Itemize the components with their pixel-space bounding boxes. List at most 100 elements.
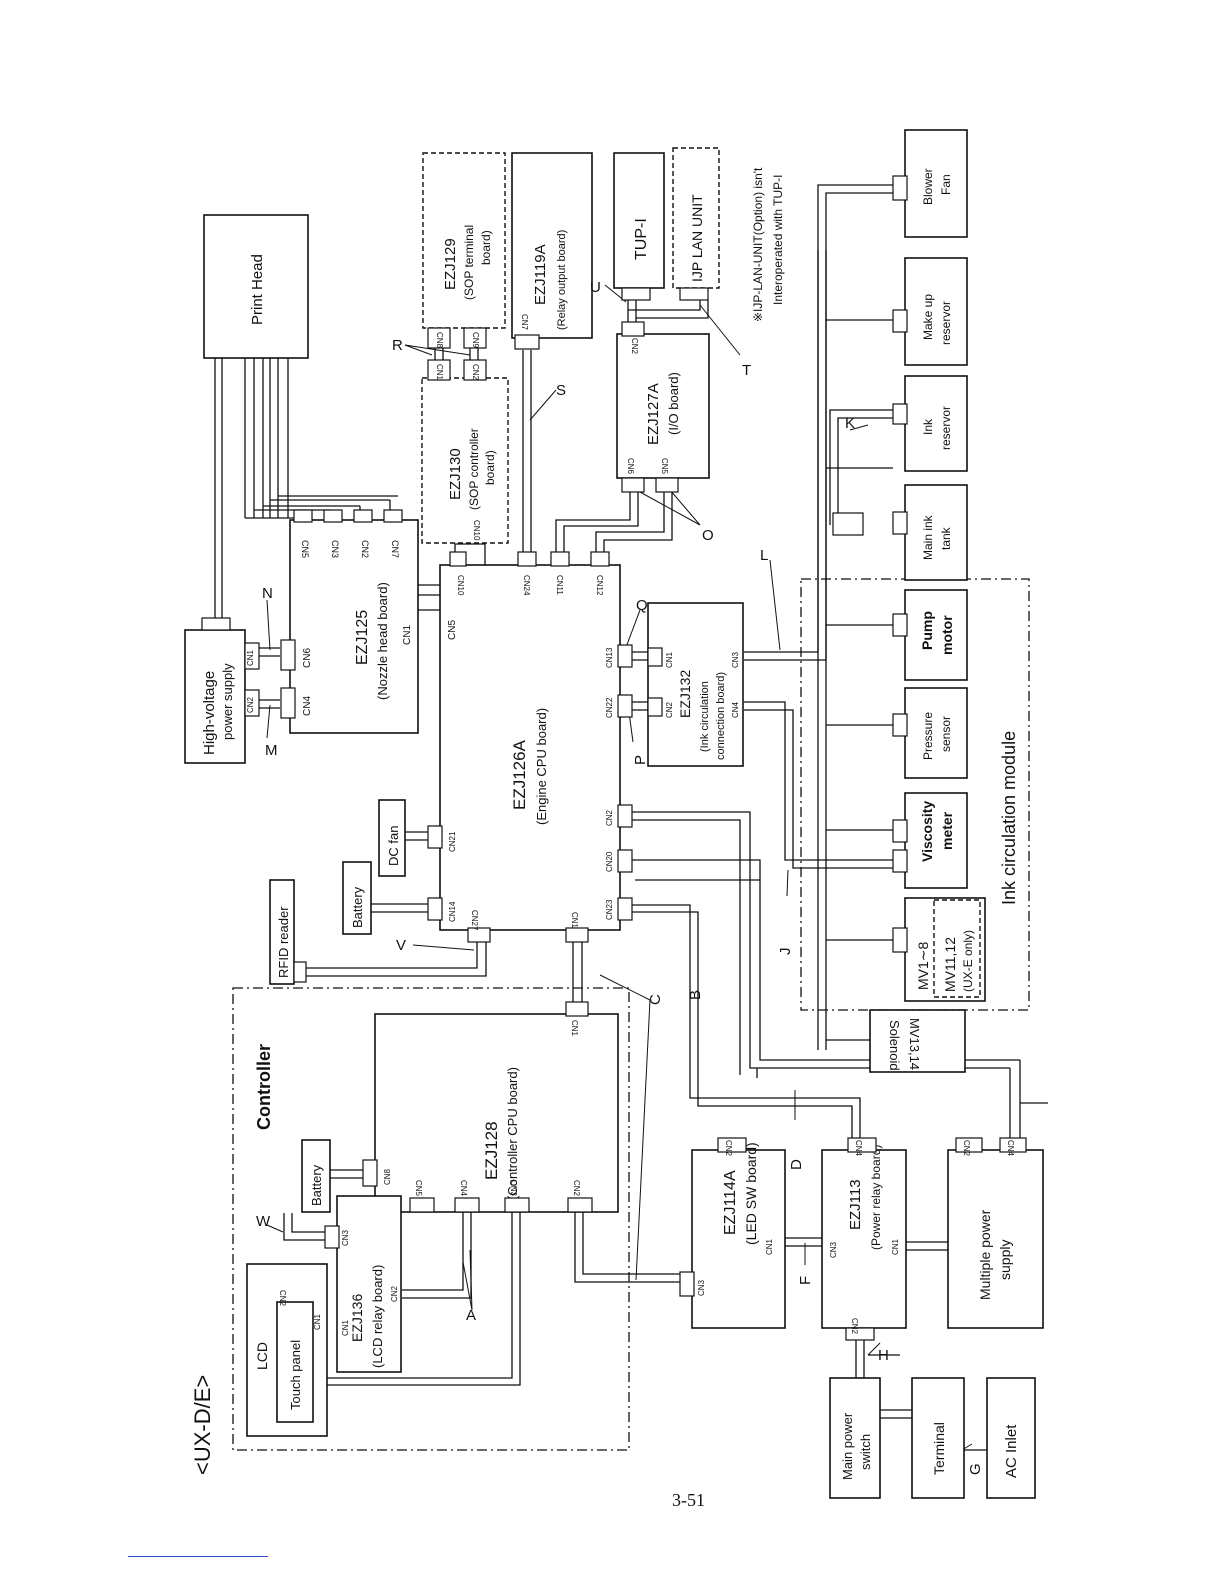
svg-text:CN4: CN4 <box>854 1140 863 1157</box>
letter-n: N <box>262 585 273 602</box>
svg-text:Battery: Battery <box>350 886 365 928</box>
ezj113-power-relay-board: EZJ113 (Power relay board) CN4 CN3 CN1 C… <box>821 1137 907 1341</box>
svg-text:Pressure: Pressure <box>921 712 935 760</box>
svg-text:reservor: reservor <box>939 406 953 450</box>
svg-text:CN21: CN21 <box>448 831 457 852</box>
rfid-reader: RFID reader <box>269 879 307 985</box>
svg-text:CN4: CN4 <box>459 1180 468 1197</box>
svg-text:CN7: CN7 <box>520 314 529 331</box>
viscosity-meter: Viscosity meter <box>892 792 968 889</box>
svg-text:(LCD relay board): (LCD relay board) <box>370 1265 385 1368</box>
svg-text:CN14: CN14 <box>448 901 457 922</box>
letter-b: B <box>687 990 704 1000</box>
svg-text:CN3: CN3 <box>330 540 340 558</box>
ezj129-sop-terminal-board: EZJ129 (SOP terminal board) CN8 CN9 <box>422 152 506 349</box>
svg-text:CN1: CN1 <box>570 1020 579 1037</box>
svg-text:CN2: CN2 <box>605 809 614 826</box>
svg-text:CN27: CN27 <box>470 910 479 931</box>
svg-text:CN2: CN2 <box>246 696 255 713</box>
svg-text:switch: switch <box>858 1434 873 1470</box>
svg-text:CN3: CN3 <box>341 1229 350 1246</box>
svg-text:CN11: CN11 <box>555 575 564 595</box>
letter-f: F <box>797 1276 814 1285</box>
svg-text:CN20: CN20 <box>605 851 614 872</box>
svg-text:Battery: Battery <box>309 1164 324 1206</box>
svg-text:CN2: CN2 <box>724 1140 733 1157</box>
svg-text:CN2: CN2 <box>360 540 370 558</box>
letter-d: D <box>788 1159 805 1170</box>
svg-text:(Controller CPU board): (Controller CPU board) <box>505 1067 520 1200</box>
svg-text:CN1: CN1 <box>435 364 444 381</box>
svg-text:CN1: CN1 <box>246 649 255 666</box>
svg-text:Pump: Pump <box>919 611 935 650</box>
letter-j: J <box>777 948 794 956</box>
svg-text:CN1: CN1 <box>891 1238 900 1255</box>
svg-text:CN8: CN8 <box>383 1168 392 1185</box>
svg-text:EZJ126A: EZJ126A <box>510 739 529 810</box>
high-voltage-power-supply: High-voltage power supply CN1 CN2 <box>184 617 260 764</box>
letter-q: Q <box>636 597 648 614</box>
letter-o: O <box>702 527 714 544</box>
mv-valves: MV1∼8 MV11,12 (UX-E only) <box>892 897 986 1002</box>
svg-text:CN3: CN3 <box>697 1279 706 1296</box>
svg-text:AC Inlet: AC Inlet <box>1003 1424 1020 1478</box>
letter-u: U <box>590 279 601 296</box>
dc-fan: DC fan <box>378 799 406 877</box>
ijp-lan-unit: IJP LAN UNIT <box>672 147 720 301</box>
letter-g: G <box>967 1463 984 1475</box>
main-ink-tank: Main ink tank <box>892 484 968 581</box>
svg-text:MV11,12: MV11,12 <box>942 937 958 992</box>
make-up-reservor: Make up reservor <box>892 257 968 366</box>
letter-r: R <box>392 337 403 354</box>
svg-text:CN1: CN1 <box>570 912 579 929</box>
svg-text:Multiple power: Multiple power <box>977 1209 993 1300</box>
letter-w: W <box>256 1213 271 1230</box>
svg-text:CN7: CN7 <box>390 540 400 558</box>
ezj128-controller-cpu-board: EZJ128 (Controller CPU board) CN1 CN8 CN… <box>362 1001 619 1213</box>
ink-reservor: Ink reservor <box>892 375 968 472</box>
svg-text:CN3: CN3 <box>509 1180 518 1197</box>
svg-text:supply: supply <box>997 1240 1013 1280</box>
battery-engine: Battery <box>342 861 372 935</box>
svg-text:MV13,14: MV13,14 <box>907 1018 922 1070</box>
svg-text:CN2: CN2 <box>850 1318 859 1335</box>
footer-rule <box>128 1556 268 1557</box>
svg-text:EZJ113: EZJ113 <box>847 1179 864 1230</box>
svg-text:CN1: CN1 <box>402 625 413 645</box>
svg-text:(Power relay board): (Power relay board) <box>869 1145 883 1250</box>
battery-controller: Battery <box>301 1139 331 1213</box>
letter-h: H <box>878 1347 889 1364</box>
svg-text:CN1: CN1 <box>313 1313 322 1330</box>
svg-text:※IJP-LAN-UNIT(Option) isn't: ※IJP-LAN-UNIT(Option) isn't <box>751 167 765 322</box>
svg-text:EZJ119A: EZJ119A <box>532 244 549 305</box>
svg-text:Blower: Blower <box>921 168 935 205</box>
svg-text:CN5: CN5 <box>300 540 310 558</box>
svg-text:CN1: CN1 <box>765 1238 774 1255</box>
svg-text:(Nozzle head board): (Nozzle head board) <box>375 582 390 700</box>
letter-v: V <box>396 937 406 954</box>
svg-text:(LED SW board): (LED SW board) <box>743 1142 759 1245</box>
svg-text:(Ink circulation: (Ink circulation <box>699 681 711 752</box>
svg-text:CN2: CN2 <box>665 701 674 718</box>
svg-text:CN13: CN13 <box>605 647 614 668</box>
svg-text:Fan: Fan <box>939 174 953 195</box>
tup-i: TUP-I <box>613 152 665 301</box>
svg-text:Solenoid: Solenoid <box>887 1020 902 1071</box>
svg-text:Terminal: Terminal <box>931 1422 947 1475</box>
ezj126a-engine-cpu-board: EZJ126A (Engine CPU board) CN5 CN10 CN24… <box>427 551 633 943</box>
svg-text:EZJ132: EZJ132 <box>677 670 693 718</box>
svg-text:CN2: CN2 <box>962 1140 971 1157</box>
svg-text:EZJ129: EZJ129 <box>442 238 459 290</box>
svg-text:CN2: CN2 <box>390 1285 399 1302</box>
svg-text:CN1: CN1 <box>341 1319 350 1336</box>
controller-region <box>232 987 630 1451</box>
blower-fan: Blower Fan <box>892 129 968 238</box>
svg-text:power supply: power supply <box>220 663 235 740</box>
svg-text:Viscosity: Viscosity <box>919 801 935 862</box>
pump-motor: Pump motor <box>892 589 968 681</box>
svg-text:board): board) <box>479 230 493 265</box>
svg-text:EZJ128: EZJ128 <box>482 1121 501 1180</box>
svg-text:reservor: reservor <box>939 301 953 345</box>
svg-text:CN6: CN6 <box>626 458 635 475</box>
